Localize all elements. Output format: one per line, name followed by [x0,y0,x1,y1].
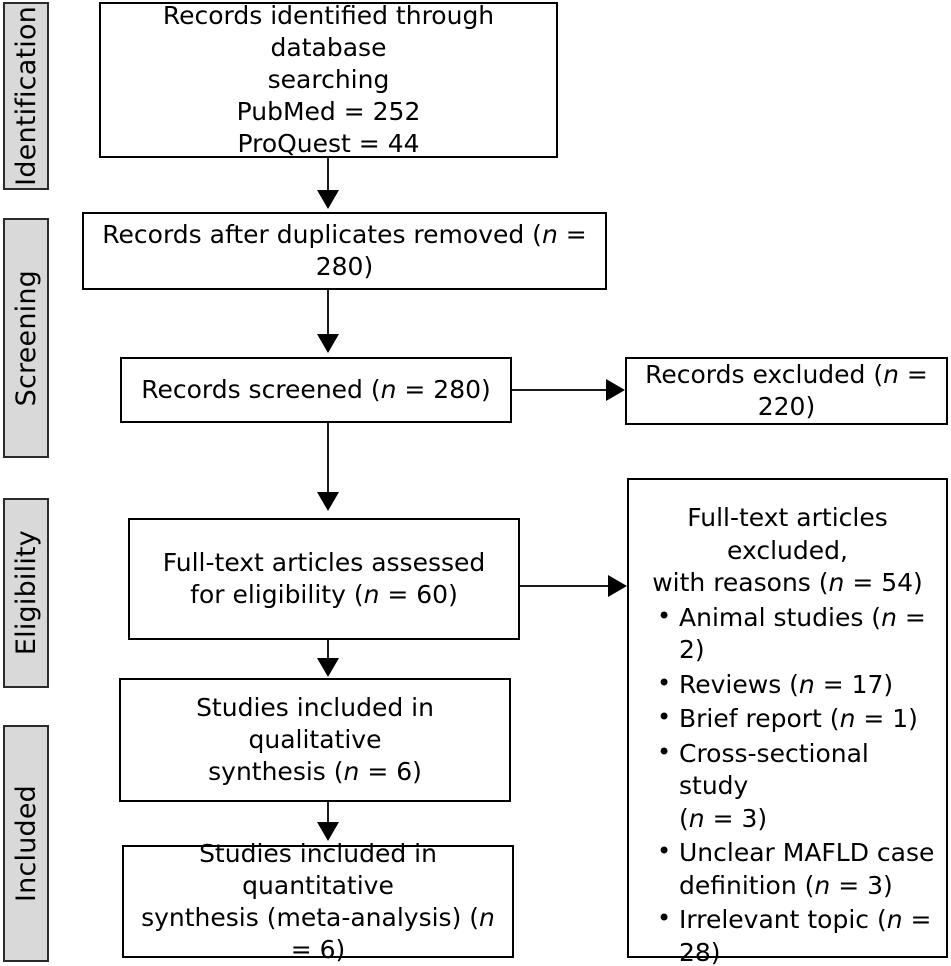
arrowhead-qualitative-to-quantitative [317,822,339,841]
qualitative-n-symbol: n [343,757,360,786]
records-excluded-prefix: Records excluded ( [645,360,884,389]
arrowhead-identified-to-duplicates [317,190,339,209]
reason-2-n-symbol: n [839,704,856,733]
screened-suffix: = 280) [396,375,491,404]
reason-4-n-symbol: n [814,870,831,900]
list-item: Reviews (n = 17) [639,668,936,702]
qualitative-line2: synthesis (n = 6) [129,756,501,788]
stage-label-screening: Screening [3,218,49,458]
reason-3-before: Cross-sectional study [679,738,869,801]
stage-label-included-text: Included [10,784,42,903]
fulltext-assessed-line1: Full-text articles assessed [162,548,486,577]
fulltext-assessed-suffix: = 60) [379,580,458,609]
reason-5-after: = 28) [679,905,932,966]
reasons-heading: Full-text articles excluded, with reason… [639,502,936,600]
reason-3-n-symbol: n [688,803,705,833]
duplicates-suffix: = 280) [315,220,587,281]
quantitative-line2: synthesis (meta-analysis) (n = 6) [132,902,504,966]
fulltext-assessed-line2: for eligibility (n = 60) [138,579,510,611]
records-excluded-n-symbol: n [883,360,899,389]
records-excluded-suffix: = 220) [757,360,928,421]
reasons-heading-line2: with reasons (n = 54) [639,567,936,600]
reason-2-after: = 1) [855,704,918,733]
reasons-heading-line1: Full-text articles excluded, [687,503,888,565]
reason-3-second-prefix: ( [679,803,689,833]
reason-1-n-symbol: n [798,669,815,699]
list-item: Brief report (n = 1) [639,702,936,736]
quantitative-line1: Studies included in quantitative [199,838,437,900]
box-studies-qualitative-synthesis: Studies included in qualitative synthesi… [119,678,511,802]
arrowhead-fulltext-to-qualitative [317,658,339,677]
box-records-after-duplicates-removed: Records after duplicates removed (n = 28… [82,212,607,290]
arrowhead-fulltext-to-reasons [608,575,627,597]
list-item: Cross-sectional study (n = 3) [639,737,936,836]
records-identified-proquest: ProQuest = 44 [237,129,420,158]
fulltext-assessed-n-symbol: n [363,580,380,609]
list-item: Unclear MAFLD case definition (n = 3) [639,836,936,902]
reason-0-n-symbol: n [881,602,897,632]
connector-fulltext-to-qualitative [327,640,329,662]
connector-fulltext-to-reasons [520,585,610,587]
box-studies-quantitative-synthesis: Studies included in quantitative synthes… [122,839,514,964]
stage-label-included: Included [3,725,49,962]
reasons-list: Animal studies (n = 2) Reviews (n = 17) … [639,601,936,966]
reason-5-n-symbol: n [886,905,903,934]
quantitative-n-symbol: n [479,902,495,932]
qualitative-prefix: synthesis ( [208,757,344,786]
screened-prefix: Records screened ( [141,375,381,404]
connector-duplicates-to-screened [327,290,329,338]
reason-4-before: Unclear MAFLD case [679,838,935,867]
arrowhead-screened-to-fulltext [317,492,339,511]
reason-5-before: Irrelevant topic ( [679,905,887,934]
reason-0-before: Animal studies ( [679,602,882,632]
connector-screened-to-fulltext [327,423,329,495]
arrowhead-duplicates-to-screened [317,334,339,353]
duplicates-n-symbol: n [541,220,558,249]
records-identified-line2: searching [267,65,390,94]
reason-0-after: = 2) [679,602,926,665]
stage-label-identification-text: Identification [10,6,42,186]
stage-label-eligibility-text: Eligibility [10,530,42,656]
stage-label-eligibility: Eligibility [3,498,49,688]
qualitative-line1: Studies included in qualitative [196,693,434,754]
records-identified-line1: Records identified through database [162,1,495,62]
list-item: Irrelevant topic (n = 28) [639,903,936,966]
qualitative-suffix: = 6) [359,757,422,786]
arrowhead-screened-to-excluded [606,379,625,401]
reasons-heading-prefix: with reasons ( [652,568,829,597]
box-fulltext-articles-excluded-reasons: Full-text articles excluded, with reason… [627,478,948,966]
screened-n-symbol: n [380,375,397,404]
reasons-heading-n-symbol: n [828,568,845,597]
connector-identified-to-duplicates [327,158,329,194]
reason-4-second-prefix: definition ( [679,870,815,900]
box-fulltext-articles-assessed: Full-text articles assessed for eligibil… [128,518,520,640]
reason-1-after: = 17) [814,669,894,699]
box-records-excluded: Records excluded (n = 220) [625,357,948,425]
quantitative-suffix: = 6) [290,934,346,964]
reasons-heading-suffix: = 54) [844,568,923,597]
records-identified-pubmed: PubMed = 252 [236,97,421,126]
reason-1-before: Reviews ( [679,669,799,699]
reason-2-before: Brief report ( [679,704,840,733]
duplicates-prefix: Records after duplicates removed ( [102,220,542,249]
connector-screened-to-excluded [512,389,608,391]
reason-4-second-suffix: = 3) [830,870,893,900]
stage-label-screening-text: Screening [10,269,42,407]
box-records-screened: Records screened (n = 280) [120,357,512,423]
stage-label-identification: Identification [3,2,49,190]
quantitative-prefix: synthesis (meta-analysis) ( [141,902,480,932]
reason-3-second-suffix: = 3) [704,803,768,833]
connector-qualitative-to-quantitative [327,802,329,826]
fulltext-assessed-prefix: for eligibility ( [190,580,364,609]
box-records-identified: Records identified through database sear… [99,1,558,158]
list-item: Animal studies (n = 2) [639,601,936,667]
